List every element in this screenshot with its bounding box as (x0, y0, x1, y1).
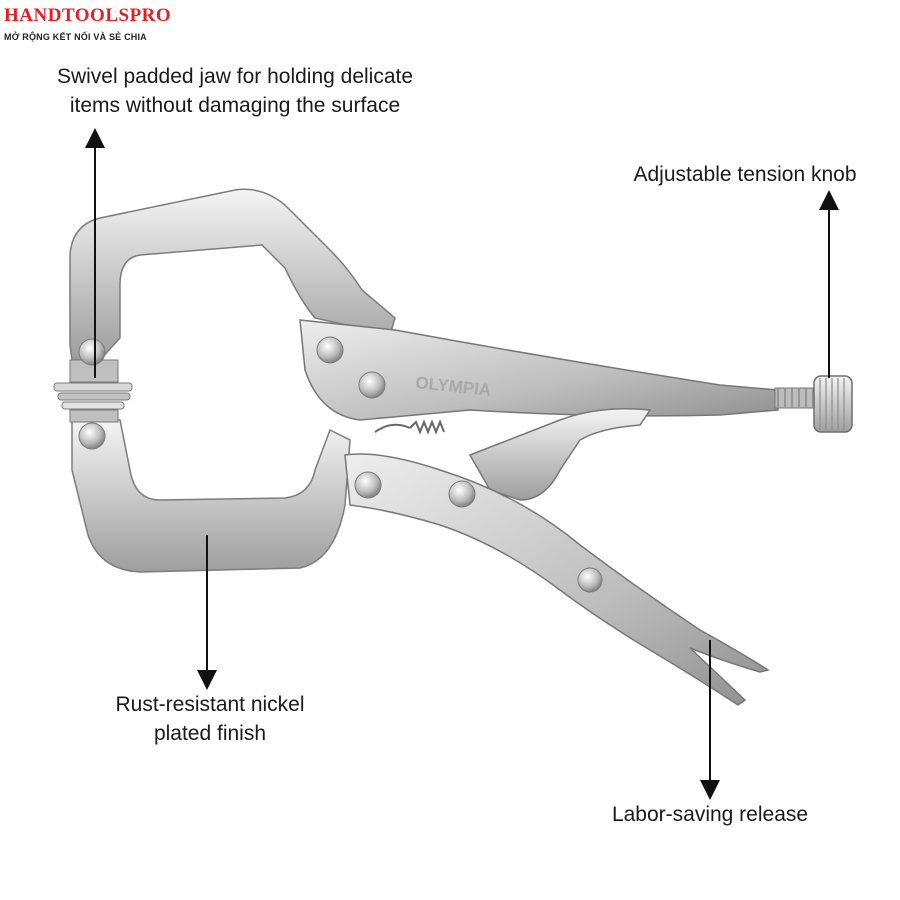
callout-swivel-jaw: Swivel padded jaw for holding delicate i… (20, 62, 450, 120)
rivet (78, 338, 106, 366)
upper-handle: OLYMPIA (299, 319, 779, 421)
upper-c-jaw (69, 188, 396, 361)
rivet (358, 371, 386, 399)
release-lever (468, 408, 652, 501)
callout-swivel-line2: items without damaging the surface (69, 94, 401, 117)
callout-rust-line1: Rust-resistant nickel (115, 693, 305, 716)
brand-tagline: MỞ RỘNG KẾT NỐI VÀ SẺ CHIA (4, 32, 147, 42)
lower-c-jaw (71, 419, 351, 573)
rivet (354, 471, 382, 499)
spring (374, 419, 445, 435)
callout-swivel-line1: Swivel padded jaw for holding delicate (56, 65, 414, 88)
callout-rust-finish: Rust-resistant nickel plated finish (80, 690, 340, 748)
callout-release-line1: Labor-saving release (611, 803, 809, 826)
callout-rust-line2: plated finish (153, 722, 267, 745)
rivet (78, 422, 106, 450)
brand-logo: HANDTOOLSPRO MỞ RỘNG KẾT NỐI VÀ SẺ CHIA (4, 5, 172, 43)
rivet (448, 480, 476, 508)
rivet (577, 567, 603, 593)
swivel-pad (53, 359, 133, 423)
rivet (316, 336, 344, 364)
tension-knob (774, 375, 853, 433)
brand-name: HANDTOOLSPRO (4, 5, 172, 26)
callout-knob-line1: Adjustable tension knob (633, 163, 857, 186)
callout-release: Labor-saving release (590, 800, 830, 829)
callout-tension-knob: Adjustable tension knob (610, 160, 880, 189)
lower-handle (344, 453, 770, 706)
